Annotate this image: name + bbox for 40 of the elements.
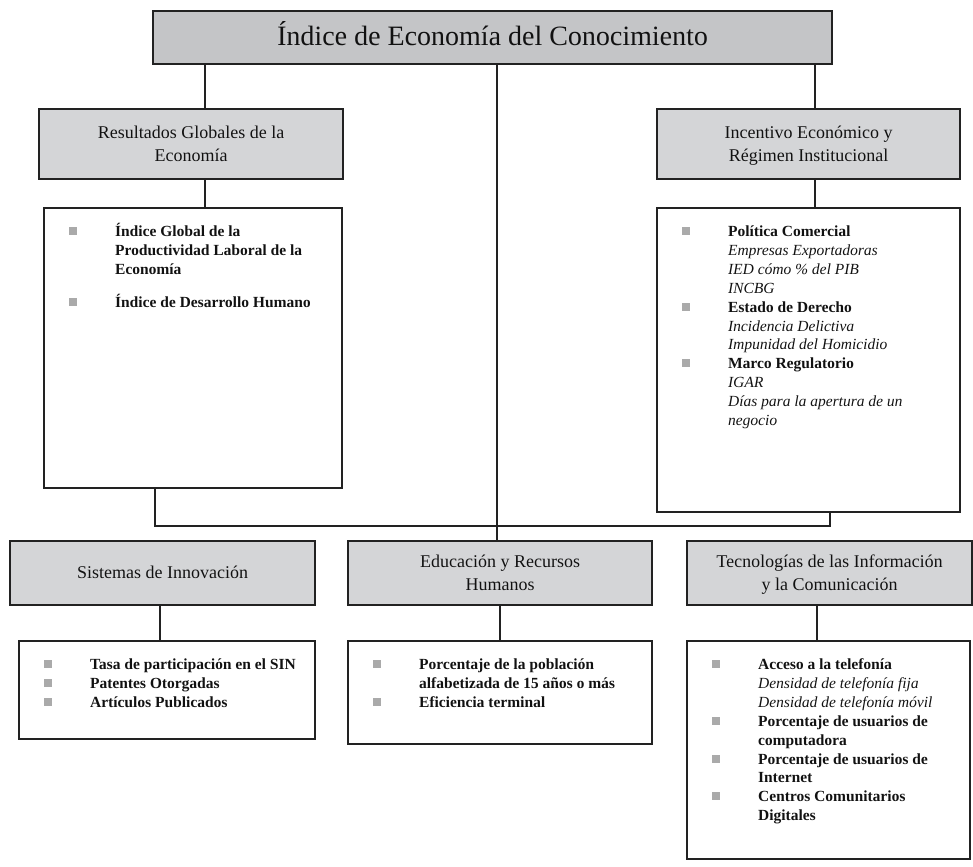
- content-box: [686, 640, 971, 860]
- indicator-text: Artículos Publicados: [90, 694, 228, 713]
- category-box: [9, 540, 316, 606]
- indicator-text: Índice de Desarrollo Humano: [115, 294, 312, 313]
- category-box: [38, 108, 344, 180]
- connector-line: [499, 606, 501, 640]
- indicator-text: Eficiencia terminal: [419, 694, 546, 713]
- connector-line: [814, 180, 816, 207]
- indicator-text: Porcentaje de la población alfabetizada de 15 años o más: [419, 656, 616, 694]
- indicator-text: Política Comercial Empresas Exportadoras IED cómo % del PIB INCBG: [728, 223, 879, 299]
- category-label: Sistemas de Innovación: [77, 561, 248, 584]
- title-box: [152, 10, 833, 65]
- category-label: Resultados Globales de la Economía: [96, 120, 286, 167]
- category-box: [656, 108, 961, 180]
- category-box: [347, 540, 653, 606]
- indicator-text: Índice Global de la Productividad Laboral de la Economía: [115, 223, 304, 280]
- indicator-text: Centros Comunitarios Digitales: [758, 788, 906, 826]
- connector-line: [816, 606, 818, 640]
- connector-line: [204, 65, 206, 108]
- connector-line: [159, 606, 161, 640]
- indicator-text: Porcentaje de usuarios de Internet: [758, 750, 929, 788]
- content-box: [18, 640, 316, 740]
- content-box: [656, 207, 961, 513]
- category-box: [686, 540, 973, 606]
- indicator-text: Estado de Derecho Incidencia Delictiva Impunidad del Homicidio: [728, 298, 888, 356]
- connector-line: [496, 65, 498, 540]
- category-label: Educación y Recursos Humanos: [419, 550, 581, 596]
- indicator-text: Patentes Otorgadas: [90, 674, 221, 694]
- connector-line: [204, 180, 206, 207]
- title-text: Índice de Economía del Conocimiento: [277, 20, 708, 54]
- content-box: [43, 207, 343, 489]
- indicator-text: Porcentaje de usuarios de computadora: [758, 712, 929, 751]
- connector-line: [154, 489, 831, 527]
- indicator-text: Marco Regulatorio IGAR Días para la apertura de un negocio: [728, 355, 904, 431]
- content-box: [347, 640, 653, 745]
- category-label: Incentivo Económico y Régimen Institucional: [724, 120, 894, 167]
- category-label: Tecnologías de las Información y la Comunicación: [716, 550, 944, 596]
- indicator-text: Tasa de participación en el SIN: [90, 656, 297, 675]
- connector-line: [814, 65, 816, 108]
- indicator-text: Acceso a la telefonía Densidad de telefonía fija Densidad de telefonía móvil: [758, 656, 934, 713]
